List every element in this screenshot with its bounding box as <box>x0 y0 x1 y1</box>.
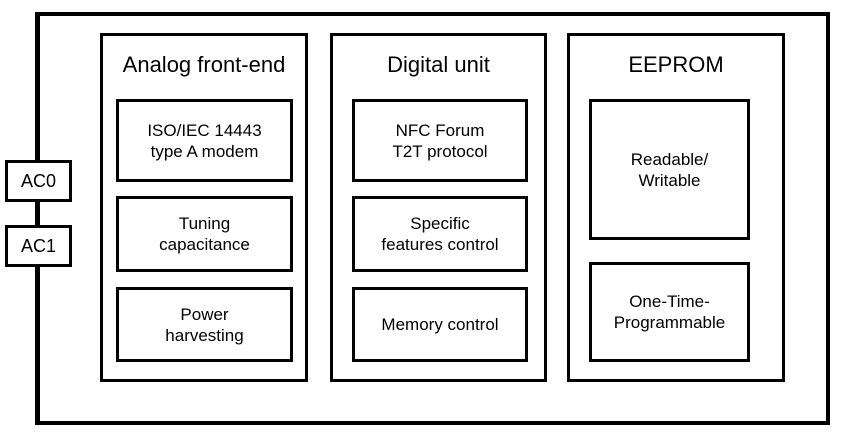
block-iso-iec-14443-type-a-modem[interactable]: ISO/IEC 14443 type A modem <box>116 99 293 182</box>
pad-ac0-label: AC0 <box>20 170 56 191</box>
block-memory-control[interactable]: Memory control <box>352 287 528 362</box>
block-line-1: One-Time- <box>629 292 710 311</box>
block-line-1: Power <box>180 304 229 324</box>
block-power-harvesting-label: Power harvesting <box>161 304 247 346</box>
block-specific-features-control-label: Specific features control <box>377 213 502 255</box>
block-line-2: Programmable <box>613 313 726 332</box>
block-line-2: type A modem <box>150 141 259 161</box>
block-power-harvesting[interactable]: Power harvesting <box>116 287 293 362</box>
antenna-wire-vertical <box>35 12 39 425</box>
block-line-2: capacitance <box>159 235 250 254</box>
group-analog-front-end-title: Analog front-end <box>122 52 286 77</box>
block-line-2: Writable <box>638 170 701 190</box>
block-line-2: T2T protocol <box>392 141 488 161</box>
pad-ac1-label: AC1 <box>20 235 56 256</box>
group-digital-unit-title: Digital unit <box>387 52 490 77</box>
block-line-1: Specific <box>410 214 470 233</box>
block-specific-features-control[interactable]: Specific features control <box>352 196 528 272</box>
block-nfc-forum-t2t-protocol-label: NFC Forum T2T protocol <box>388 120 491 162</box>
block-memory-control-label: Memory control <box>377 314 502 335</box>
block-readable-writable-label: Readable/ Writable <box>627 149 713 191</box>
block-tuning-capacitance[interactable]: Tuning capacitance <box>116 196 293 272</box>
block-nfc-forum-t2t-protocol[interactable]: NFC Forum T2T protocol <box>352 99 528 182</box>
block-one-time-programmable[interactable]: One-Time- Programmable <box>589 262 750 362</box>
block-line-1: Readable/ <box>630 149 709 169</box>
block-line-1: Memory control <box>381 315 499 334</box>
block-readable-writable[interactable]: Readable/ Writable <box>589 99 750 240</box>
block-one-time-programmable-label: One-Time- Programmable <box>610 291 730 333</box>
block-line-1: ISO/IEC 14443 <box>147 120 262 140</box>
block-line-1: Tuning <box>178 214 231 233</box>
pad-ac1[interactable]: AC1 <box>5 225 72 267</box>
block-iso-iec-14443-type-a-modem-label: ISO/IEC 14443 type A modem <box>143 120 265 162</box>
block-tuning-capacitance-label: Tuning capacitance <box>155 213 254 255</box>
block-line-1: NFC Forum <box>395 120 485 140</box>
group-eeprom-title: EEPROM <box>628 52 724 77</box>
pad-ac0[interactable]: AC0 <box>5 160 72 202</box>
block-line-2: harvesting <box>165 325 244 345</box>
block-line-2: features control <box>381 235 499 254</box>
